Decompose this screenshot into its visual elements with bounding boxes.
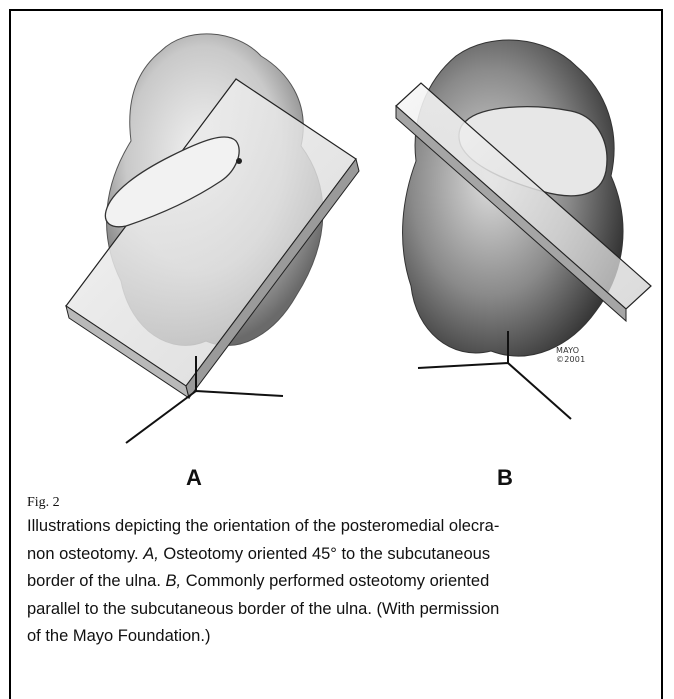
panel-b-drawing: [396, 40, 651, 419]
caption-line: non osteotomy. A, Osteotomy oriented 45°…: [27, 541, 657, 569]
caption-line: of the Mayo Foundation.): [27, 623, 657, 651]
caption-text: border of the ulna.: [27, 572, 166, 590]
osteotomy-illustration: [11, 11, 661, 491]
caption-line: parallel to the subcutaneous border of t…: [27, 596, 657, 624]
caption-line: border of the ulna. B, Commonly performe…: [27, 568, 657, 596]
caption-text: parallel to the subcutaneous border of t…: [27, 600, 499, 618]
mayo-watermark: MAYO ©2001: [556, 346, 585, 364]
caption-panel-ref: B,: [166, 572, 182, 590]
caption-text: Osteotomy oriented 45° to the subcutaneo…: [159, 545, 490, 563]
caption-text: non osteotomy.: [27, 545, 143, 563]
caption-text: Commonly performed osteotomy oriented: [181, 572, 489, 590]
figure-caption: Illustrations depicting the orientation …: [27, 513, 657, 651]
panel-a-drawing: [66, 34, 359, 443]
caption-text: Illustrations depicting the orientation …: [27, 517, 499, 535]
caption-text: of the Mayo Foundation.): [27, 627, 210, 645]
caption-line: Illustrations depicting the orientation …: [27, 513, 657, 541]
figure-number: Fig. 2: [27, 495, 60, 511]
figure-frame: A B MAYO ©2001 Fig. 2 Illustrations depi…: [9, 9, 663, 699]
panel-label-a: A: [186, 465, 202, 491]
panel-label-b: B: [497, 465, 513, 491]
caption-panel-ref: A,: [143, 545, 159, 563]
